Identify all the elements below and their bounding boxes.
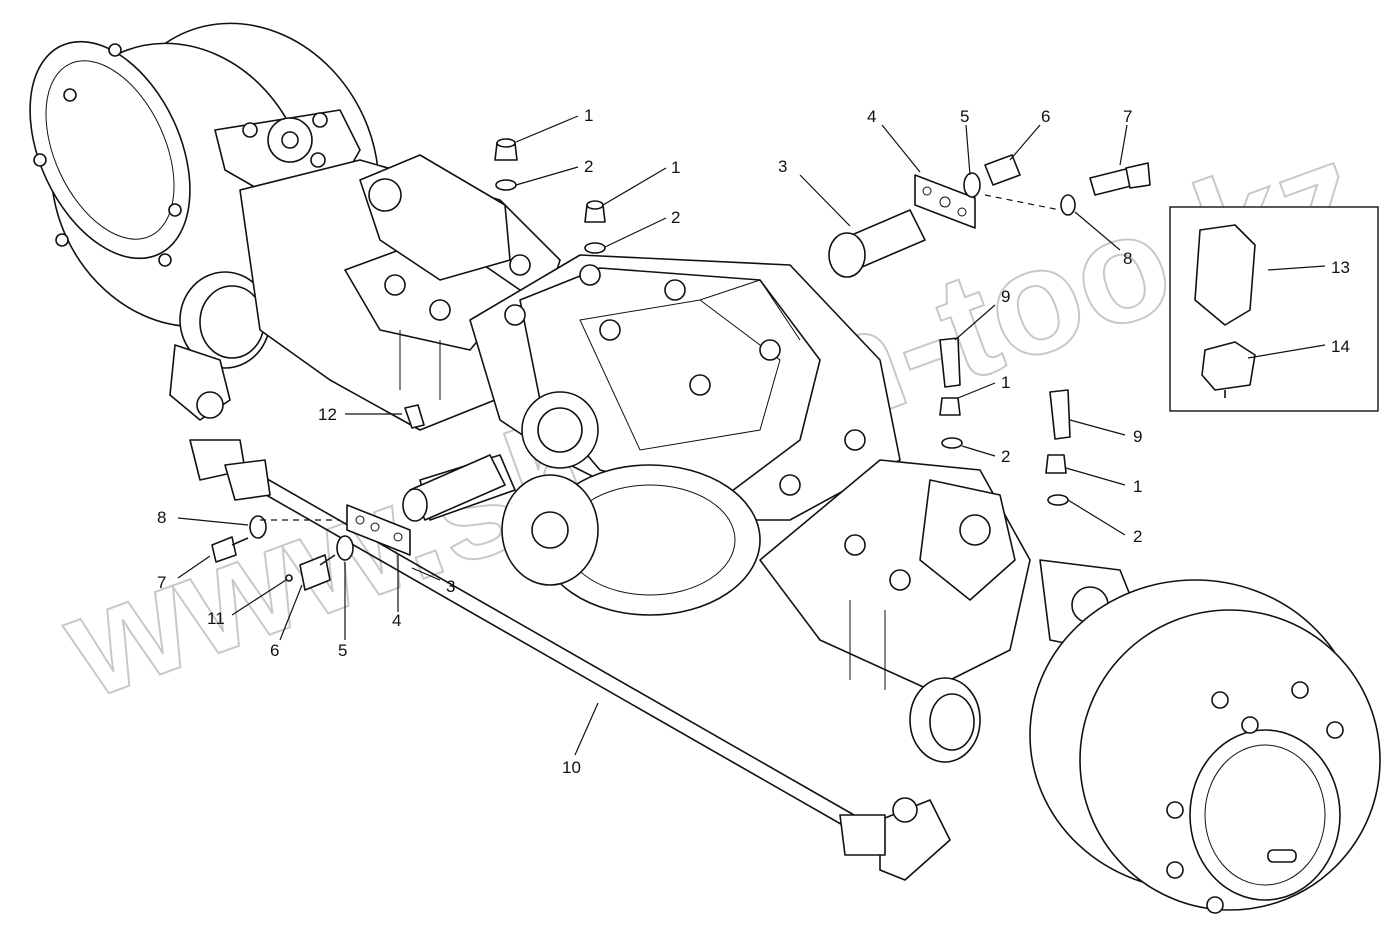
callout-labels: 1 2 1 2 3 4 5 6 7 8 9 1 2 9 1 2 12 8 7 1…: [157, 106, 1350, 777]
callout-12: 12: [318, 405, 337, 424]
callout-3: 3: [778, 157, 787, 176]
callout-2: 2: [1133, 527, 1142, 546]
callout-1: 1: [1133, 477, 1142, 496]
callout-8: 8: [157, 508, 166, 527]
tie-rod: [224, 459, 886, 856]
callout-2: 2: [584, 157, 593, 176]
washer-left-5: [336, 535, 354, 561]
seal-ring-2-right-lower: [1047, 494, 1069, 506]
callout-4: 4: [392, 611, 401, 630]
washer-right-8: [1060, 194, 1076, 216]
callout-11: 11: [207, 609, 225, 628]
seal-ring-2-top: [495, 179, 517, 191]
fitting-1-right-lower: [1045, 454, 1067, 474]
valve-9-upper: [939, 337, 961, 388]
fitting-1-right-upper: [939, 397, 961, 416]
bolt-right-6: [984, 154, 1021, 186]
bolt-left-7: [211, 536, 249, 563]
callout-1: 1: [671, 158, 680, 177]
detail-inset: [1169, 206, 1379, 412]
seal-ring-2-mid: [584, 242, 606, 254]
callout-4: 4: [867, 107, 876, 126]
plate-right-4: [914, 174, 976, 229]
callout-5: 5: [338, 641, 347, 660]
plate-left-4: [346, 504, 411, 556]
leader-lines: [177, 115, 1326, 756]
callout-9: 9: [1001, 287, 1010, 306]
callout-1: 1: [1001, 373, 1010, 392]
valve-9-lower: [1049, 389, 1071, 440]
callout-3: 3: [446, 577, 455, 596]
pin-left-3: [402, 454, 506, 522]
assembly-line-right: [984, 194, 1061, 211]
callout-8: 8: [1123, 249, 1132, 268]
axle-housing: [239, 154, 1031, 691]
pin-right-3: [828, 209, 926, 278]
callout-9: 9: [1133, 427, 1142, 446]
callout-2: 2: [1001, 447, 1010, 466]
fitting-1-top: [494, 138, 518, 161]
bolt-right-7: [1089, 162, 1151, 196]
nipple-11: [285, 574, 293, 582]
callout-10: 10: [562, 758, 581, 777]
callout-7: 7: [157, 573, 166, 592]
washer-left-8: [249, 515, 267, 539]
callout-6: 6: [270, 641, 279, 660]
callout-14: 14: [1331, 337, 1350, 356]
callout-2: 2: [671, 208, 680, 227]
callout-7: 7: [1123, 107, 1132, 126]
callout-5: 5: [960, 107, 969, 126]
seal-ring-2-right-upper: [941, 437, 963, 449]
washer-right-5: [963, 172, 981, 198]
fitting-12: [404, 404, 425, 429]
callout-1: 1: [584, 106, 593, 125]
fitting-1-mid: [584, 200, 606, 223]
callout-6: 6: [1041, 107, 1050, 126]
bolt-left-6: [299, 554, 336, 591]
right-wheel-hub: [879, 559, 1381, 914]
callout-13: 13: [1331, 258, 1350, 277]
